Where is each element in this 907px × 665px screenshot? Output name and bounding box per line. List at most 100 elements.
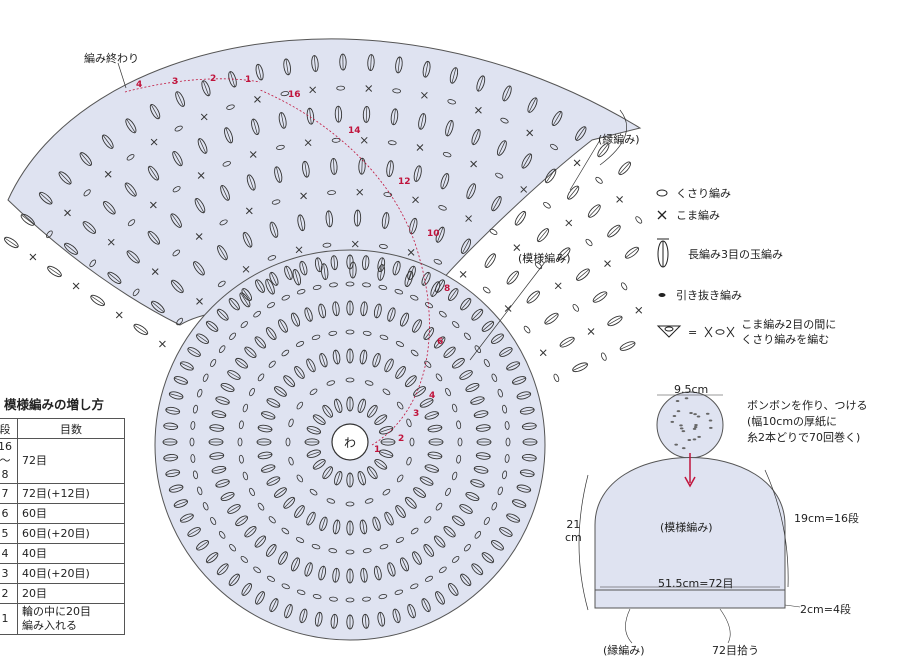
chain-stitch-symbol: [504, 454, 510, 463]
puff-stitch-symbol: [170, 279, 184, 294]
chain-stitch-symbol: [345, 377, 355, 383]
pattern-stitch-label: (模様編み): [518, 252, 571, 265]
puff-stitch-symbol: [297, 214, 306, 232]
puff-stitch-symbol: [319, 353, 328, 368]
puff-stitch-symbol: [346, 520, 354, 536]
puff-stitch-symbol: [149, 103, 161, 120]
row-number-label: 2: [398, 434, 404, 444]
chain-stitch-symbol: [268, 360, 276, 368]
chain-stitch-icon: [656, 189, 668, 197]
puff-stitch-symbol: [496, 140, 507, 156]
chain-stitch-symbol: [192, 404, 198, 414]
table-cell-row: 1: [0, 603, 18, 635]
puff-stitch-symbol: [597, 143, 610, 158]
chain-stitch-symbol: [280, 91, 290, 97]
single-crochet-symbol: [351, 240, 359, 248]
puff-stitch-symbol: [325, 210, 333, 228]
puff-stitch-symbol: [447, 582, 459, 596]
chain-stitch-symbol: [327, 190, 336, 196]
chain-stitch-symbol: [311, 543, 321, 550]
puff-stitch-symbol: [173, 376, 188, 385]
puff-stitch-symbol: [576, 268, 590, 281]
puff-stitch-symbol: [506, 513, 521, 523]
puff-stitch-symbol: [557, 247, 571, 261]
puff-stitch-symbol: [404, 496, 417, 509]
puff-stitch-symbol: [427, 451, 443, 460]
puff-stitch-symbol: [559, 336, 575, 348]
puff-stitch-symbol: [346, 614, 354, 630]
chain-stitch-symbol: [410, 294, 419, 301]
chain-stitch-symbol: [219, 219, 228, 226]
puff-stitch-symbol: [357, 398, 366, 414]
puff-stitch-symbol: [419, 476, 434, 486]
single-crochet-symbol: [107, 238, 115, 246]
chain-stitch-symbol: [190, 454, 196, 463]
end-leader-line: [117, 62, 127, 89]
puff-stitch-symbol: [387, 307, 396, 322]
puff-stitch-symbol: [526, 290, 540, 304]
single-crochet-symbol: [295, 246, 303, 254]
row-number-label: 14: [348, 126, 361, 136]
puff-stitch-symbol: [257, 424, 273, 433]
chain-stitch-symbol: [362, 330, 372, 336]
puff-stitch-symbol: [512, 376, 527, 385]
single-crochet-symbol: [465, 215, 472, 222]
chain-stitch-symbol: [257, 373, 265, 382]
legend-combo-line2: くさり編みを編む: [741, 333, 830, 346]
puff-stitch-symbol: [418, 113, 427, 130]
puff-stitch-symbol: [196, 539, 210, 551]
puff-stitch-symbol: [522, 438, 538, 446]
puff-stitch-symbol: [187, 347, 201, 357]
chain-stitch-symbol: [266, 575, 276, 582]
chain-stitch-symbol: [362, 548, 372, 554]
puff-stitch-symbol: [20, 213, 35, 226]
puff-stitch-symbol: [306, 511, 316, 526]
band-leader: [784, 604, 801, 608]
chain-stitch-symbol: [296, 589, 306, 595]
table-cell-row: 3: [0, 563, 18, 584]
stitch-symbols: [4, 53, 643, 630]
puff-stitch-symbol: [445, 119, 454, 137]
puff-stitch-symbol: [227, 504, 241, 514]
puff-stitch-symbol: [433, 535, 446, 548]
chain-stitch-symbol: [447, 99, 456, 105]
edge-leader: [625, 608, 633, 644]
chain-stitch-symbol: [502, 470, 508, 480]
chain-stitch-symbol: [226, 104, 235, 110]
puff-stitch-symbol: [395, 366, 406, 379]
chain-stitch-symbol: [296, 401, 304, 410]
puff-stitch-symbol: [502, 85, 512, 102]
side-bracket: [764, 469, 789, 588]
edge-leader-line: [569, 139, 601, 191]
chain-stitch-symbol: [296, 474, 304, 483]
puff-stitch-symbol: [215, 479, 230, 488]
pompom-texture: [694, 424, 698, 426]
chain-stitch-symbol: [309, 488, 318, 496]
puff-stitch-symbol: [147, 230, 160, 245]
puff-stitch-symbol: [306, 358, 316, 373]
puff-stitch-symbol: [372, 353, 381, 368]
single-crochet-symbol: [412, 196, 419, 204]
single-crochet-symbol: [64, 209, 71, 217]
puff-stitch-symbol: [465, 382, 480, 393]
puff-stitch-symbol: [423, 327, 435, 341]
chain-stitch-symbol: [474, 531, 482, 539]
chain-stitch-symbol: [424, 575, 434, 582]
chain-stitch-symbol: [197, 486, 203, 496]
puff-stitch-symbol: [187, 527, 201, 537]
chain-stitch-symbol: [240, 321, 248, 329]
chain-stitch-symbol: [378, 284, 388, 290]
puff-stitch-symbol: [257, 451, 273, 460]
chain-stitch-symbol: [463, 332, 471, 340]
chain-stitch-symbol: [210, 358, 217, 368]
chain-stitch-symbol: [362, 596, 371, 602]
chain-stitch-symbol: [406, 418, 412, 428]
puff-stitch-symbol: [269, 598, 279, 613]
puff-stitch-symbol: [330, 613, 339, 629]
puff-stitch-symbol: [423, 543, 435, 557]
single-crochet-symbol: [242, 265, 250, 273]
single-crochet-symbol: [149, 201, 157, 209]
puff-stitch-symbol: [387, 562, 396, 577]
puff-stitch-symbol: [430, 281, 441, 297]
